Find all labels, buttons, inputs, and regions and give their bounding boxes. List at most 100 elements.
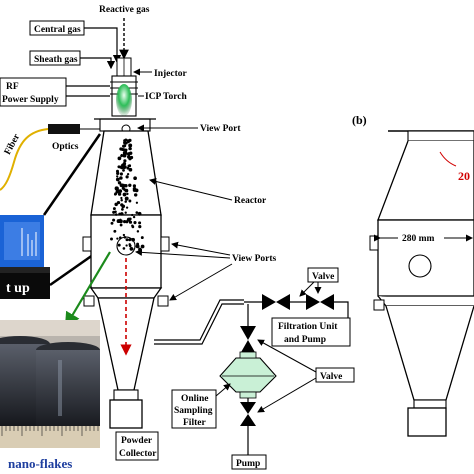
pump-box bbox=[231, 454, 267, 470]
panel-b-label: (b) bbox=[352, 113, 367, 127]
filter-bottom-cap bbox=[239, 391, 257, 399]
valve-top-label: Valve bbox=[312, 272, 334, 282]
particle bbox=[124, 188, 129, 193]
particle bbox=[115, 177, 120, 182]
particle bbox=[126, 166, 130, 170]
sampling-label-line1: Online bbox=[181, 394, 208, 404]
particle bbox=[138, 225, 142, 229]
particle bbox=[128, 238, 132, 242]
central-gas-label: Central gas bbox=[34, 25, 81, 35]
exhaust-line-2 bbox=[154, 303, 244, 345]
powder-label-line1: Powder bbox=[121, 436, 153, 446]
particle bbox=[125, 220, 129, 224]
bottom-neck bbox=[113, 389, 139, 401]
panel-b-collector bbox=[407, 407, 447, 437]
particle bbox=[124, 148, 128, 152]
particle bbox=[114, 210, 117, 214]
particle bbox=[132, 184, 137, 188]
sampling-filter-body bbox=[219, 357, 277, 393]
side-port-low-right bbox=[157, 295, 169, 307]
side-port-low-left bbox=[83, 295, 95, 307]
sampling-filter-pointer bbox=[215, 383, 231, 397]
rf-label-line1: RF bbox=[6, 82, 19, 92]
particle bbox=[122, 153, 127, 158]
particle bbox=[128, 183, 132, 187]
icp-torch-label: ICP Torch bbox=[145, 92, 188, 102]
particle bbox=[121, 186, 125, 190]
particle bbox=[129, 147, 132, 151]
valve-sampling-upper-icon bbox=[240, 326, 256, 354]
filtration-unit-box bbox=[271, 317, 351, 347]
view-ports-pointer-2 bbox=[135, 248, 231, 259]
valve-top-box bbox=[307, 267, 339, 283]
particle bbox=[114, 213, 118, 216]
sample-arrow bbox=[64, 251, 111, 328]
particle bbox=[113, 229, 117, 233]
particle bbox=[117, 243, 121, 247]
panel-b-view-port bbox=[408, 254, 432, 278]
particle bbox=[132, 215, 136, 219]
particle bbox=[124, 200, 127, 203]
filtration-label-line1: Filtration Unit bbox=[278, 322, 338, 332]
particle bbox=[135, 244, 140, 249]
particle bbox=[126, 152, 131, 156]
panel-b-top-flange bbox=[407, 130, 474, 142]
particle bbox=[125, 206, 129, 209]
particle bbox=[135, 201, 139, 204]
view-ports-label: View Ports bbox=[232, 254, 277, 264]
valve-mid-box bbox=[315, 367, 355, 383]
ruler-ticks bbox=[1, 426, 99, 436]
particle bbox=[119, 172, 123, 176]
particle bbox=[122, 144, 126, 148]
setup-caption-bg bbox=[0, 273, 50, 299]
valve-mid-pointer-a bbox=[257, 339, 317, 373]
particle bbox=[119, 165, 124, 170]
particle bbox=[121, 183, 126, 188]
particle bbox=[131, 237, 135, 242]
particle bbox=[133, 193, 138, 197]
particle bbox=[128, 243, 131, 246]
fiber-label: Fiber bbox=[3, 132, 23, 157]
particle bbox=[128, 220, 133, 224]
injector-label: Injector bbox=[154, 69, 187, 79]
particle bbox=[122, 247, 126, 250]
particle bbox=[119, 223, 123, 227]
particle bbox=[117, 181, 122, 185]
filtration-label-line2: and Pump bbox=[284, 335, 326, 345]
ruler-strip bbox=[0, 426, 100, 448]
panel-b-shoulder bbox=[377, 295, 474, 307]
particle bbox=[128, 138, 132, 143]
particle bbox=[121, 208, 124, 211]
optics-label: Optics bbox=[52, 142, 79, 152]
particle bbox=[140, 244, 145, 249]
particle bbox=[138, 221, 142, 225]
powder-label-line2: Collector bbox=[119, 449, 157, 459]
particle bbox=[124, 211, 127, 214]
setup-caption: t up bbox=[6, 281, 30, 296]
particle bbox=[117, 192, 122, 196]
particle bbox=[123, 220, 127, 224]
particle bbox=[125, 175, 129, 179]
particle bbox=[133, 221, 137, 225]
screen-base bbox=[0, 267, 50, 273]
valve-mid-pointer-b bbox=[257, 377, 317, 413]
particle bbox=[128, 143, 133, 148]
particle bbox=[116, 175, 119, 178]
particle bbox=[116, 171, 120, 176]
particle bbox=[118, 212, 121, 216]
particle bbox=[123, 159, 127, 163]
particle bbox=[114, 202, 118, 207]
valve-top-right-icon bbox=[306, 294, 334, 310]
valve-mid-label: Valve bbox=[320, 372, 342, 382]
panel-b-low-port bbox=[373, 299, 385, 311]
view-port-label: View Port bbox=[200, 124, 241, 134]
side-port-left bbox=[82, 236, 92, 252]
particle bbox=[136, 230, 140, 233]
particle bbox=[133, 176, 137, 181]
particle bbox=[110, 221, 114, 225]
sampling-label-line2: Sampling bbox=[174, 406, 213, 416]
particle bbox=[133, 189, 136, 192]
exhaust-line-1 bbox=[154, 299, 244, 341]
rf-power-supply-box bbox=[0, 77, 67, 107]
